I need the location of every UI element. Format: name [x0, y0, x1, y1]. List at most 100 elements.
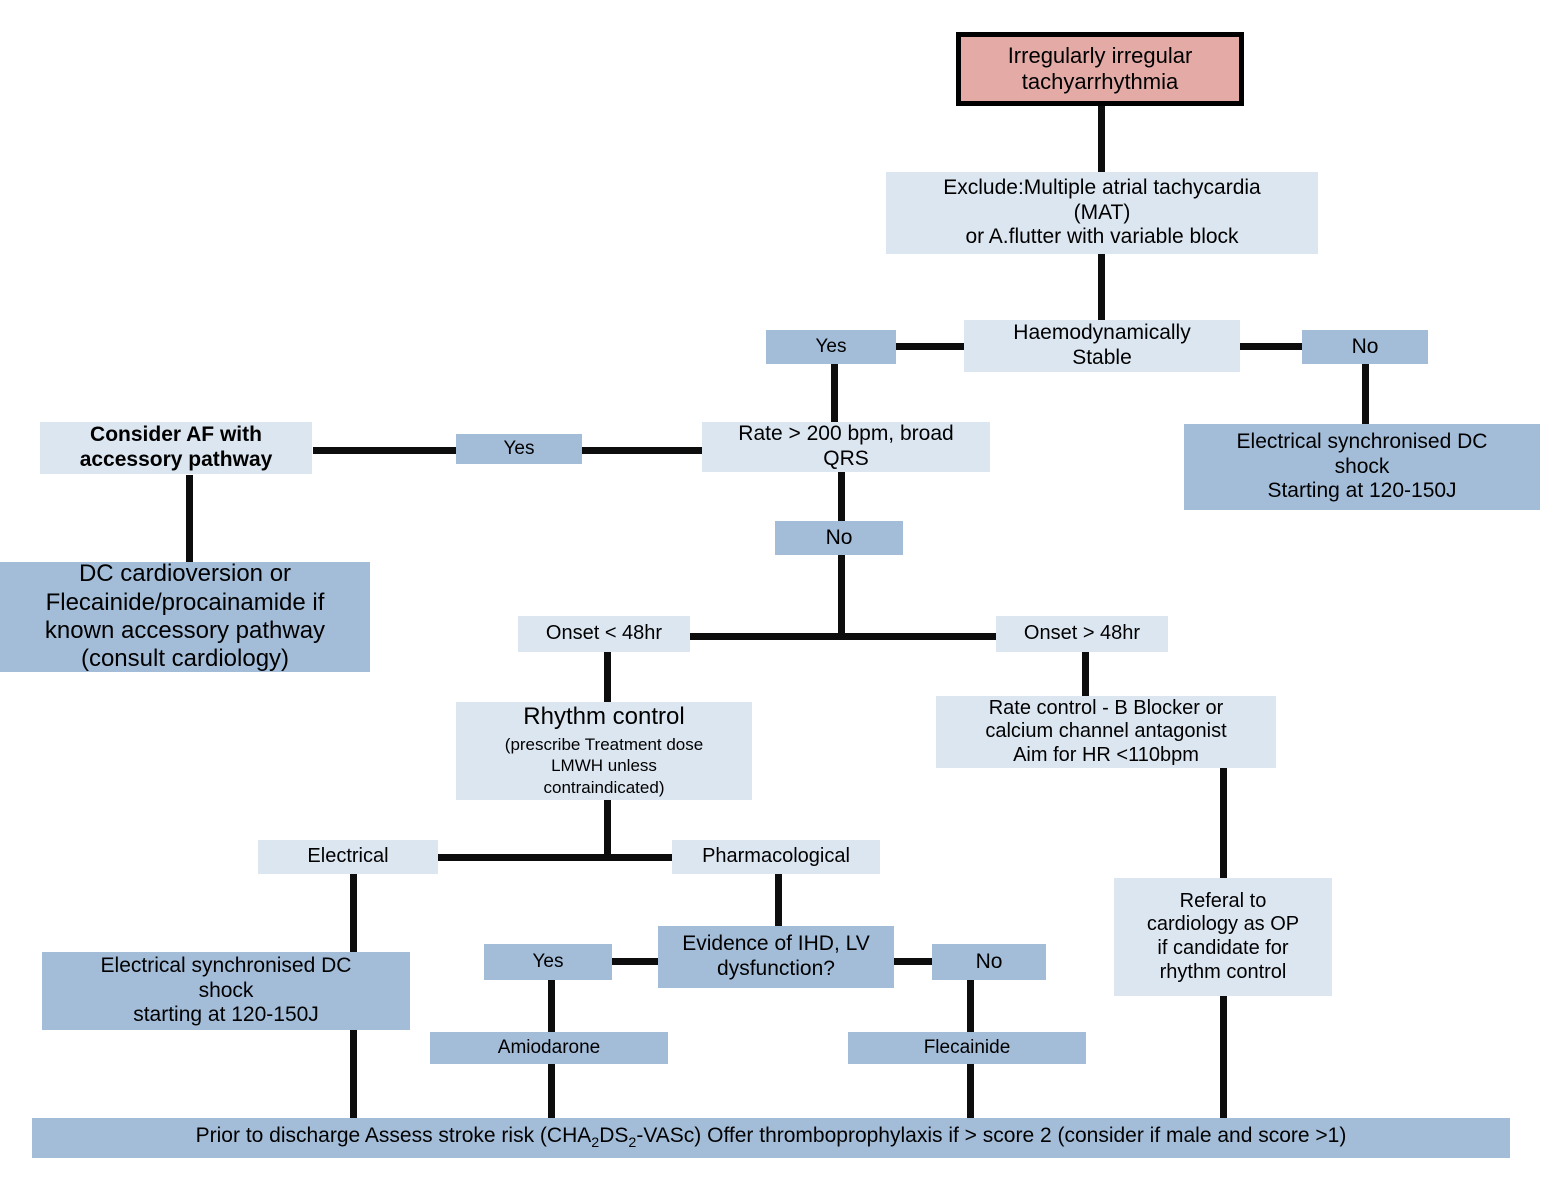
- node-exclude-line2: (MAT): [1073, 200, 1131, 224]
- node-dc-shock-unstable[interactable]: Electrical synchronised DC shock Startin…: [1184, 424, 1540, 510]
- node-start-line1: Irregularly irregular: [1007, 43, 1193, 69]
- connector-flecainide-to-discharge: [967, 1063, 974, 1118]
- node-pharmacological[interactable]: Pharmacological: [672, 840, 880, 874]
- node-dc-shock-unstable-line2: shock: [1334, 454, 1390, 478]
- node-rateqrs-no-label: No: [825, 525, 853, 549]
- node-rhythm-control-note-line2: LMWH unless: [551, 756, 657, 776]
- connector-exclude-to-stable: [1098, 254, 1105, 320]
- node-ihd-no-label: No: [975, 949, 1003, 973]
- node-ihd-line2: dysfunction?: [717, 957, 835, 980]
- connector-referral-to-discharge: [1220, 996, 1227, 1118]
- node-rateqrs-yes[interactable]: Yes: [456, 434, 582, 464]
- node-rate-control-line3: Aim for HR <110bpm: [1013, 743, 1199, 766]
- node-stable-no-label: No: [1351, 334, 1379, 358]
- node-consider-af-line2: accessory pathway: [79, 448, 273, 471]
- node-discharge-stroke-risk-bar[interactable]: Prior to discharge Assess stroke risk (C…: [32, 1118, 1510, 1158]
- connector-stable-to-yes: [888, 343, 968, 350]
- node-rateqrs-no[interactable]: No: [775, 521, 903, 555]
- discharge-sub1: 2: [591, 1135, 600, 1152]
- discharge-text-mid1: DS: [599, 1123, 629, 1147]
- node-flecainide-label: Flecainide: [923, 1036, 1011, 1058]
- node-dc-shock-unstable-line3: Starting at 120-150J: [1267, 479, 1457, 503]
- node-dc-cardioversion-line1: DC cardioversion or: [78, 560, 292, 588]
- node-start-line2: tachyarrhythmia: [1021, 69, 1179, 94]
- node-dc-shock-electrical-line1: Electrical synchronised DC: [100, 953, 352, 977]
- node-rhythm-control[interactable]: Rhythm control (prescribe Treatment dose…: [456, 702, 752, 800]
- node-rateqrs-yes-label: Yes: [503, 437, 535, 459]
- node-referral-line2: cardiology as OP: [1146, 913, 1300, 936]
- node-discharge-text: Prior to discharge Assess stroke risk (C…: [196, 1124, 1347, 1152]
- node-dc-cardioversion-line2: Flecainide/procainamide if: [45, 588, 325, 616]
- node-rhythm-control-note-line3: contraindicated): [543, 778, 665, 798]
- node-referral-line4: rhythm control: [1159, 960, 1287, 983]
- node-rate-control-line2: calcium channel antagonist: [985, 720, 1227, 743]
- connector-no-to-flecainide: [967, 980, 974, 1032]
- node-onset-less-48hr[interactable]: Onset < 48hr: [518, 616, 690, 652]
- node-referral-cardiology[interactable]: Referal to cardiology as OP if candidate…: [1114, 878, 1332, 996]
- connector-considerafz-to-dccardioversion: [186, 475, 193, 562]
- node-stable-line1: Haemodynamically: [1013, 321, 1191, 345]
- connector-no-to-onset-junction: [838, 555, 845, 636]
- discharge-text-after: -VASc) Offer thromboprophylaxis if > sco…: [636, 1123, 1347, 1147]
- node-stable-yes-label: Yes: [815, 335, 847, 357]
- connector-ihd-to-no: [888, 958, 936, 965]
- node-consider-af-line1: Consider AF with: [90, 423, 262, 447]
- connector-stable-to-no: [1239, 343, 1305, 350]
- connector-yes-to-amiodarone: [548, 980, 555, 1032]
- node-amiodarone-label: Amiodarone: [497, 1036, 601, 1058]
- node-referral-line3: if candidate for: [1157, 937, 1289, 959]
- node-onset-lt48-label: Onset < 48hr: [545, 622, 663, 645]
- node-stable-no[interactable]: No: [1302, 330, 1428, 364]
- node-stable-line2: Stable: [1072, 346, 1132, 369]
- node-dc-shock-electrical-line3: starting at 120-150J: [133, 1003, 319, 1027]
- node-exclude-line3: or A.flutter with variable block: [965, 225, 1239, 249]
- node-electrical[interactable]: Electrical: [258, 840, 438, 874]
- connector-no-to-dcshock: [1362, 364, 1369, 424]
- node-dc-shock-electrical-line2: shock: [198, 978, 254, 1002]
- node-rate-control-line1: Rate control - B Blocker or: [988, 696, 1224, 719]
- node-onset-gt48-label: Onset > 48hr: [1023, 622, 1141, 645]
- node-ihd-yes-label: Yes: [532, 950, 564, 972]
- node-rateqrs-line1: Rate > 200 bpm, broad: [738, 422, 954, 446]
- discharge-sub2: 2: [628, 1135, 637, 1152]
- node-dc-shock-electrical[interactable]: Electrical synchronised DC shock startin…: [42, 952, 410, 1030]
- connector-start-to-exclude: [1098, 104, 1105, 172]
- node-dc-cardioversion-line3: known accessory pathway: [44, 617, 326, 644]
- node-exclude-mat-flutter[interactable]: Exclude:Multiple atrial tachycardia (MAT…: [886, 172, 1318, 254]
- node-exclude-line1: Exclude:Multiple atrial tachycardia: [943, 175, 1261, 199]
- node-electrical-label: Electrical: [307, 845, 389, 868]
- node-rhythm-control-heading: Rhythm control: [523, 703, 685, 731]
- node-amiodarone[interactable]: Amiodarone: [430, 1032, 668, 1064]
- connector-onset-horizontal: [688, 633, 1000, 640]
- node-rateqrs-line2: QRS: [823, 447, 869, 470]
- node-ihd-yes[interactable]: Yes: [484, 944, 612, 980]
- node-onset-greater-48hr[interactable]: Onset > 48hr: [996, 616, 1168, 652]
- node-ihd-no[interactable]: No: [932, 944, 1046, 980]
- node-rhythm-control-note-line1: (prescribe Treatment dose: [504, 734, 704, 754]
- connector-yes-to-rateqrs: [831, 364, 838, 422]
- node-dc-cardioversion-flecainide[interactable]: DC cardioversion or Flecainide/procainam…: [0, 560, 370, 673]
- node-start-irregular-tachyarrhythmia[interactable]: Irregularly irregular tachyarrhythmia: [956, 32, 1244, 106]
- connector-electrical-to-dcshock: [350, 874, 357, 952]
- node-stable-yes[interactable]: Yes: [766, 330, 896, 364]
- connector-dcshock-to-discharge: [350, 1030, 357, 1118]
- node-consider-af-accessory-pathway[interactable]: Consider AF with accessory pathway: [40, 422, 312, 474]
- discharge-text-before: Prior to discharge Assess stroke risk (C…: [195, 1123, 592, 1147]
- connector-rateqrs-to-no: [838, 471, 845, 521]
- connector-ratecontrol-to-referral: [1220, 768, 1227, 878]
- connector-onset-gt48-to-ratecontrol: [1082, 652, 1089, 696]
- connector-pharm-to-ihd: [775, 874, 782, 926]
- node-dc-shock-unstable-line1: Electrical synchronised DC: [1236, 429, 1488, 453]
- node-ihd-line1: Evidence of IHD, LV: [682, 932, 870, 956]
- connector-onset-lt48-to-rhythm: [604, 652, 611, 702]
- node-evidence-ihd-lv-dysfunction[interactable]: Evidence of IHD, LV dysfunction?: [658, 926, 894, 988]
- node-dc-cardioversion-line4: (consult cardiology): [80, 645, 290, 673]
- connector-electrical-pharm-horizontal: [434, 854, 682, 861]
- node-pharmacological-label: Pharmacological: [702, 845, 850, 868]
- node-rate-control[interactable]: Rate control - B Blocker or calcium chan…: [936, 696, 1276, 768]
- node-rate-gt200-broad-qrs[interactable]: Rate > 200 bpm, broad QRS: [702, 422, 990, 472]
- node-haemodynamically-stable[interactable]: Haemodynamically Stable: [964, 320, 1240, 372]
- node-referral-line1: Referal to: [1179, 889, 1267, 912]
- node-flecainide[interactable]: Flecainide: [848, 1032, 1086, 1064]
